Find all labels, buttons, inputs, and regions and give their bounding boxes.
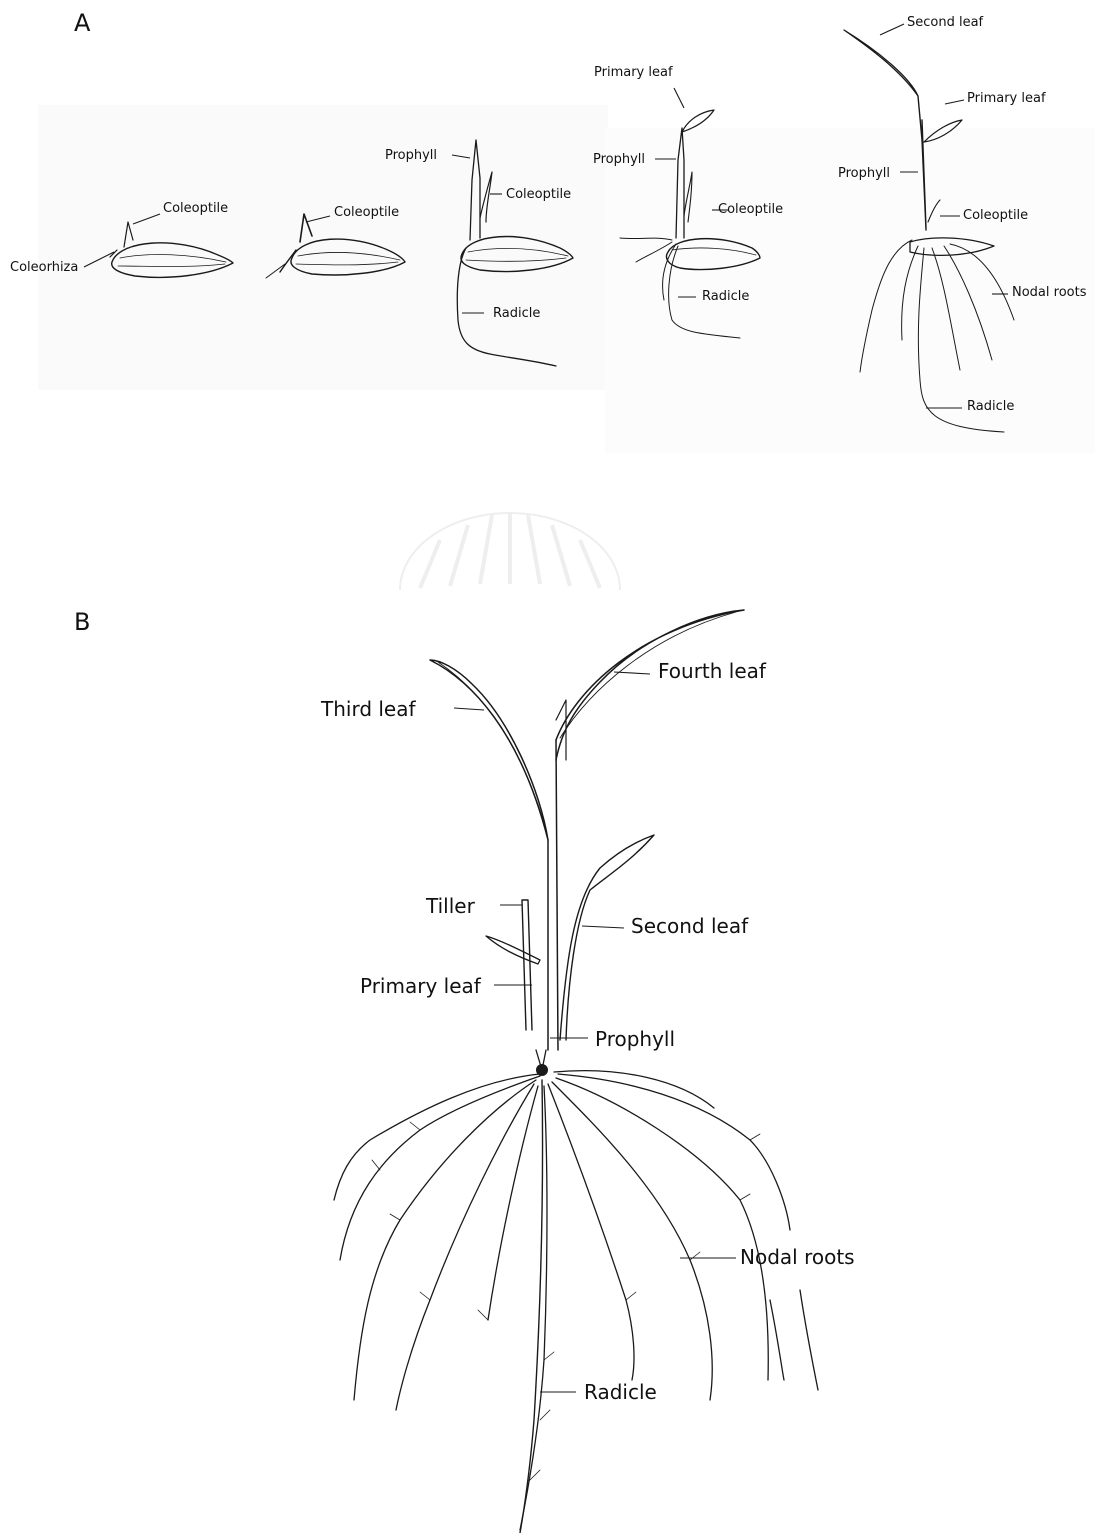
stage4-radicle-label: Radicle: [702, 289, 749, 304]
primary-leaf-label: Primary leaf: [360, 974, 482, 998]
stage5-second-leaf-label: Second leaf: [907, 15, 984, 30]
tiller-label: Tiller: [425, 894, 476, 918]
stage4-primary-leaf-label: Primary leaf: [594, 65, 673, 80]
stage3-coleoptile-label: Coleoptile: [506, 187, 571, 202]
mature-plant: [334, 610, 818, 1533]
fourth-leaf: [556, 610, 744, 760]
prophyll-label: Prophyll: [595, 1027, 675, 1051]
stage5-second-leaf: [844, 30, 918, 96]
stage3-prophyll-label: Prophyll: [385, 148, 437, 163]
third-leaf: [430, 660, 548, 840]
third-leaf-label: Third leaf: [320, 697, 416, 721]
fourth-leaf-label: Fourth leaf: [658, 659, 767, 683]
nodal-roots-label: Nodal roots: [740, 1245, 855, 1269]
stage5-coleoptile-label: Coleoptile: [963, 208, 1028, 223]
scan-background-left: [38, 105, 608, 390]
tiller: [522, 900, 532, 1030]
panel-b-letter: B: [74, 608, 90, 636]
stage1-coleorhiza-label: Coleorhiza: [10, 260, 78, 275]
watermark-emblem: [400, 512, 620, 590]
stage4-coleoptile-label: Coleoptile: [718, 202, 783, 217]
stage4-prophyll-label: Prophyll: [593, 152, 645, 167]
main-stem: [548, 740, 558, 1050]
stage5-primary-leaf-label: Primary leaf: [967, 91, 1046, 106]
stage5-prophyll-label: Prophyll: [838, 166, 890, 181]
stage5-radicle-label: Radicle: [967, 399, 1014, 414]
primary-leaf: [486, 936, 540, 964]
nodal-roots: [334, 1071, 818, 1530]
stage5-nodal-roots-label: Nodal roots: [1012, 285, 1087, 300]
stage1-coleoptile-label: Coleoptile: [163, 201, 228, 216]
stage3-radicle-label: Radicle: [493, 306, 540, 321]
stage2-coleoptile-label: Coleoptile: [334, 205, 399, 220]
panel-a-letter: A: [74, 9, 91, 37]
second-leaf-label: Second leaf: [631, 914, 749, 938]
radicle-label: Radicle: [584, 1380, 657, 1404]
